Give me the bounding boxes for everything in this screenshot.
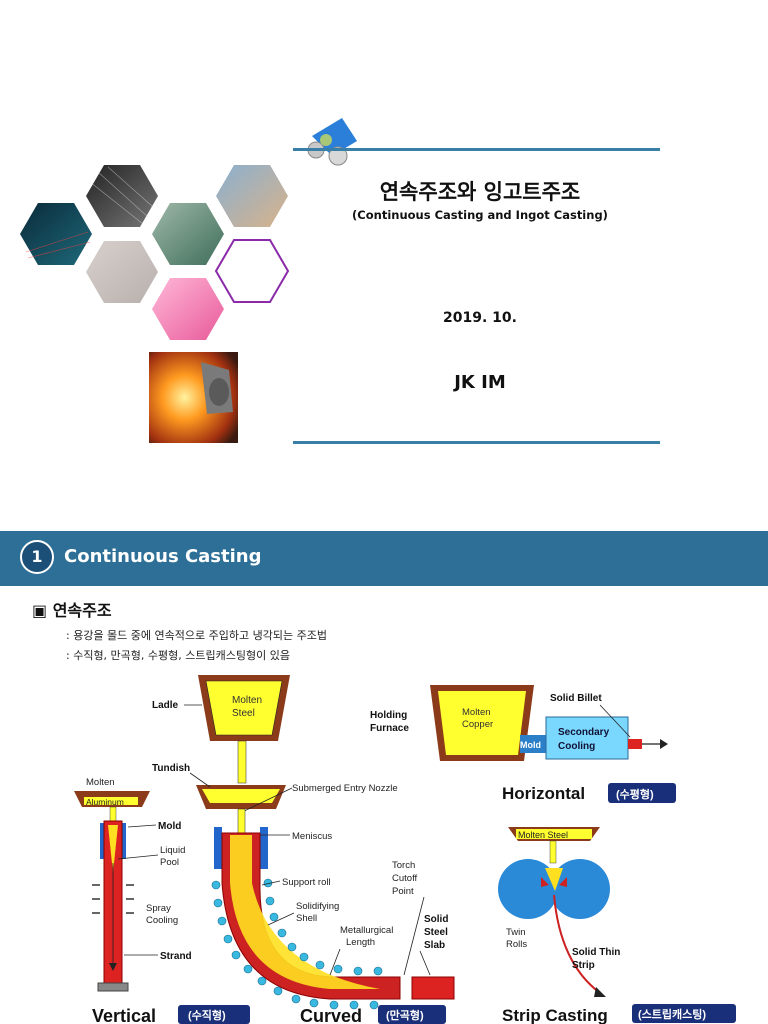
strand-label: Strand — [160, 951, 192, 962]
caption-curved: Curved — [300, 1006, 362, 1024]
casting-methods-diagram: Molten Steel Ladle Tundish Submerged Ent… — [74, 675, 736, 1024]
strip-caster: Molten Steel Twin Rolls Solid Thin Strip — [498, 827, 620, 997]
horizontal-caster: Molten Copper Holding Furnace Mold Secon… — [370, 685, 668, 761]
section-banner-title: Continuous Casting — [64, 546, 262, 567]
bullet-2: : 수직형, 만곡형, 수평형, 스트립캐스팅형이 있음 — [66, 649, 290, 662]
shell-label-line1: Solidifying — [296, 901, 339, 912]
hex-image-3 — [152, 203, 224, 265]
ladle-content-line1: Molten — [232, 695, 262, 706]
horizontal-mold-label: Mold — [520, 740, 541, 750]
molten-steel-strip-label: Molten Steel — [518, 830, 568, 840]
slab-label-line3: Slab — [424, 940, 445, 951]
slab-label-line1: Solid — [424, 914, 448, 925]
meniscus-label: Meniscus — [292, 831, 332, 842]
torch-label-line3: Point — [392, 886, 414, 897]
caption-strip-badge — [632, 1004, 736, 1023]
tundish-label: Tundish — [152, 763, 190, 774]
hex-image-4 — [216, 165, 288, 227]
hex-outline — [214, 239, 290, 303]
title-english: (Continuous Casting and Ingot Casting) — [352, 208, 608, 222]
caption-curved-badge — [378, 1005, 446, 1024]
caption-vertical-ko: (수직형) — [188, 1008, 226, 1022]
secondary-label-line1: Secondary — [558, 727, 610, 738]
caption-horizontal: Horizontal — [502, 784, 585, 803]
vertical-aluminum-label: Aluminum — [86, 797, 124, 807]
bullet-1: : 용강을 몰드 중에 연속적으로 주입하고 냉각되는 주조법 — [66, 629, 327, 642]
caption-curved-ko: (만곡형) — [386, 1008, 424, 1022]
hex-image-6 — [152, 278, 224, 340]
thin-strip-label-line2: Strip — [572, 960, 595, 971]
caption-strip-ko: (스트립캐스팅) — [638, 1007, 706, 1021]
copper-label-line1: Molten — [462, 707, 491, 718]
presentation-date: 2019. 10. — [443, 310, 517, 326]
liquid-pool-label-line1: Liquid — [160, 845, 185, 856]
top-rule — [293, 148, 660, 151]
hex-image-1 — [20, 203, 92, 265]
slab-label-line2: Steel — [424, 927, 448, 938]
bottom-rule — [293, 441, 660, 444]
caption-horizontal-ko: (수평형) — [616, 787, 654, 801]
shell-label-line2: Shell — [296, 913, 317, 924]
metallurgical-label-line1: Metallurgical — [340, 925, 393, 936]
curved-caster: Molten Steel Ladle Tundish Submerged Ent… — [152, 675, 455, 1010]
caption-strip: Strip Casting — [502, 1006, 608, 1024]
caption-vertical: Vertical — [92, 1006, 156, 1024]
spray-label-line1: Spray — [146, 903, 171, 914]
copper-label-line2: Copper — [462, 719, 493, 730]
hex-image-2 — [86, 165, 158, 227]
caption-horizontal-badge — [608, 783, 676, 803]
vertical-mold-label: Mold — [158, 821, 181, 832]
billet-label: Solid Billet — [550, 693, 602, 704]
support-roll-label: Support roll — [282, 877, 331, 888]
title-korean: 연속주조와 잉고트주조 — [379, 180, 581, 204]
holding-label-line2: Furnace — [370, 723, 409, 734]
ladle-label: Ladle — [152, 700, 179, 711]
cover-slide: 연속주조와 잉고트주조 (Continuous Casting and Ingo… — [20, 118, 660, 444]
torch-label-line1: Torch — [392, 860, 415, 871]
twin-rolls-label-line1: Twin — [506, 927, 526, 938]
molecule-logo-icon — [307, 118, 357, 166]
liquid-pool-label-line2: Pool — [160, 857, 179, 868]
vertical-caster: Molten Aluminum Mold Liquid Pool Spray C… — [74, 777, 192, 992]
section-banner: 1 Continuous Casting — [0, 531, 768, 586]
torch-label-line2: Cutoff — [392, 873, 418, 884]
secondary-label-line2: Cooling — [558, 741, 595, 752]
spray-label-line2: Cooling — [146, 915, 178, 926]
thin-strip-label-line1: Solid Thin — [572, 947, 620, 958]
metallurgical-label-line2: Length — [346, 937, 375, 948]
holding-label-line1: Holding — [370, 710, 407, 721]
section-heading: ▣ 연속주조 — [32, 601, 112, 620]
vertical-molten-label: Molten — [86, 777, 115, 788]
continuous-casting-slide: 1 Continuous Casting ▣ 연속주조 : 용강을 몰드 중에 … — [0, 531, 768, 1024]
sen-label: Submerged Entry Nozzle — [292, 783, 398, 794]
author-name: JK IM — [454, 372, 506, 393]
molten-metal-photo — [149, 352, 238, 443]
hexagon-image-cluster — [20, 165, 290, 340]
section-number-badge: 1 — [20, 540, 54, 574]
caption-vertical-badge — [178, 1005, 250, 1024]
twin-rolls-label-line2: Rolls — [506, 939, 527, 950]
hex-image-5 — [86, 241, 158, 303]
ladle-content-line2: Steel — [232, 708, 255, 719]
